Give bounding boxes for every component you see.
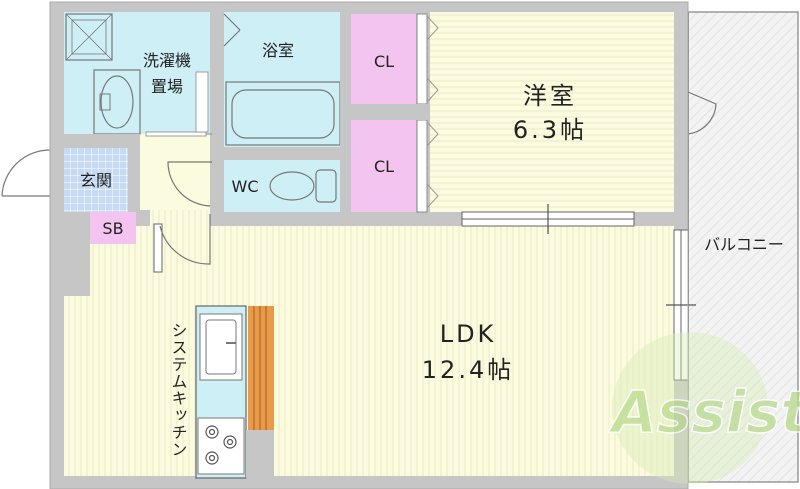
hallway	[140, 134, 210, 210]
washer-label-line2: 置場	[151, 77, 183, 96]
balcony-label: バルコニー	[704, 235, 784, 254]
balcony-door-icon	[687, 91, 717, 135]
bath-door-icon	[223, 13, 241, 47]
assist-logo-text: Assist	[608, 378, 800, 446]
wc-label: WC	[232, 177, 259, 196]
counter-slats	[248, 306, 274, 430]
closet-1-area	[351, 14, 416, 104]
ldk-door-icon	[159, 214, 211, 265]
shoe-box-label: SB	[102, 219, 123, 238]
closet-2-label: CL	[374, 157, 394, 176]
western-room-floor	[430, 12, 674, 212]
kitchen-label: システムキッチン	[169, 322, 188, 458]
toilet-tank	[315, 169, 337, 203]
stove	[197, 417, 245, 475]
toilet-bowl	[269, 171, 315, 201]
ldk-size: 12.4帖	[422, 356, 514, 384]
bathtub	[225, 81, 341, 146]
wash-basin	[93, 69, 141, 135]
kitchen-sink	[199, 313, 243, 381]
closet-1-label: CL	[374, 52, 394, 71]
western-room-name: 洋室	[523, 82, 577, 110]
entrance-floor	[64, 148, 128, 212]
wc-door-icon	[167, 161, 212, 207]
entrance-label: 玄関	[80, 171, 112, 190]
kitchen-window	[153, 223, 163, 273]
bath-label: 浴室	[262, 41, 294, 60]
entrance-door-icon	[1, 149, 51, 197]
shoe-box-area	[90, 212, 136, 244]
washer-label-line1: 洗濯機	[143, 51, 191, 70]
assist-logo: Assist	[607, 332, 800, 484]
ldk-name: LDK	[440, 320, 497, 348]
western-room-size: 6.3帖	[513, 116, 587, 144]
closet-2-area	[351, 120, 416, 212]
balcony-area	[687, 11, 799, 483]
